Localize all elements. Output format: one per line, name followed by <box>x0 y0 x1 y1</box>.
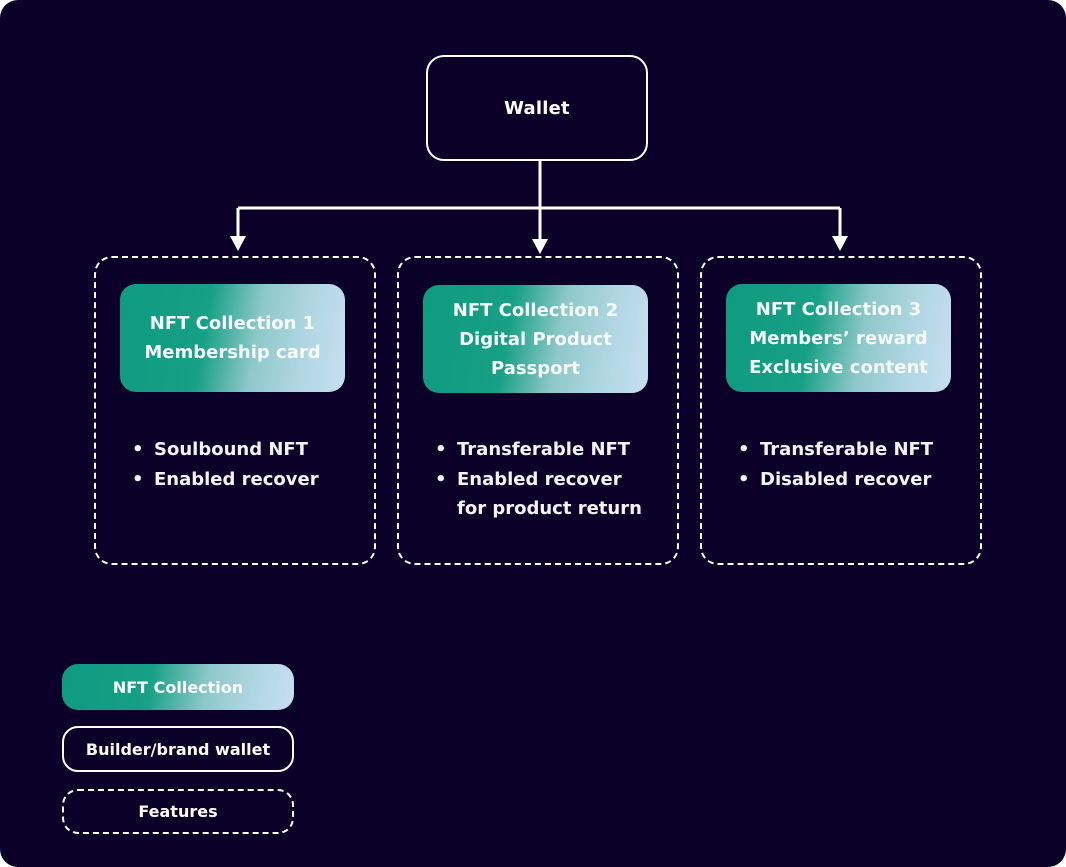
feature-text: Transferable NFT <box>457 439 631 460</box>
feature-item: • Transferable NFT <box>738 435 933 465</box>
legend-features: Features <box>62 789 294 834</box>
arrow-down-icon <box>230 236 246 251</box>
nft-collection-1: NFT Collection 1 Membership card <box>120 284 345 392</box>
bullet-icon: • <box>132 468 144 490</box>
feature-text: Transferable NFT <box>760 439 934 460</box>
collection-subtitle: Digital Product <box>459 328 612 350</box>
feature-item: • Transferable NFT <box>435 435 642 465</box>
bullet-icon: • <box>738 439 750 460</box>
feature-text: Enabled recover <box>457 468 622 490</box>
feature-text: Soulbound NFT <box>154 439 308 460</box>
feature-item: • Enabled recover <box>132 465 319 495</box>
feature-item: • Enabled recover for product return <box>435 465 642 524</box>
feature-text-continuation: for product return <box>457 498 642 519</box>
bullet-icon: • <box>132 439 144 460</box>
wallet-node: Wallet <box>426 55 648 161</box>
arrow-down-icon <box>532 239 548 254</box>
features-group-1: NFT Collection 1 Membership card • Soulb… <box>94 256 376 565</box>
feature-list: • Soulbound NFT • Enabled recover <box>132 435 319 494</box>
feature-list: • Transferable NFT • Enabled recover for… <box>435 435 642 524</box>
collection-subtitle: Exclusive content <box>749 356 928 378</box>
arrow-down-icon <box>832 236 848 251</box>
nft-collection-2: NFT Collection 2 Digital Product Passpor… <box>423 285 648 393</box>
nft-collection-3: NFT Collection 3 Members’ reward Exclusi… <box>726 284 951 392</box>
legend-label: Features <box>138 802 218 821</box>
feature-item: • Soulbound NFT <box>132 435 319 465</box>
feature-list: • Transferable NFT • Disabled recover <box>738 435 933 494</box>
bullet-icon: • <box>738 468 750 490</box>
collection-title: NFT Collection 2 <box>452 299 619 321</box>
collection-title: NFT Collection 3 <box>755 298 922 320</box>
feature-text: Enabled recover <box>154 468 319 490</box>
feature-item: • Disabled recover <box>738 465 933 495</box>
legend-label: NFT Collection <box>112 677 244 697</box>
bullet-icon: • <box>435 468 447 490</box>
collection-subtitle: Passport <box>490 357 580 379</box>
features-group-2: NFT Collection 2 Digital Product Passpor… <box>397 256 679 565</box>
collection-subtitle: Members’ reward <box>749 327 928 349</box>
feature-text: Disabled recover <box>760 468 932 490</box>
collection-title: NFT Collection 1 <box>149 313 316 334</box>
legend-label: Builder/brand wallet <box>85 739 271 759</box>
features-group-3: NFT Collection 3 Members’ reward Exclusi… <box>700 256 982 565</box>
collection-subtitle: Membership card <box>144 342 321 363</box>
bullet-icon: • <box>435 439 447 460</box>
legend-builder-wallet: Builder/brand wallet <box>62 726 294 772</box>
legend-nft-collection: NFT Collection <box>62 664 294 710</box>
wallet-label: Wallet <box>504 97 570 119</box>
